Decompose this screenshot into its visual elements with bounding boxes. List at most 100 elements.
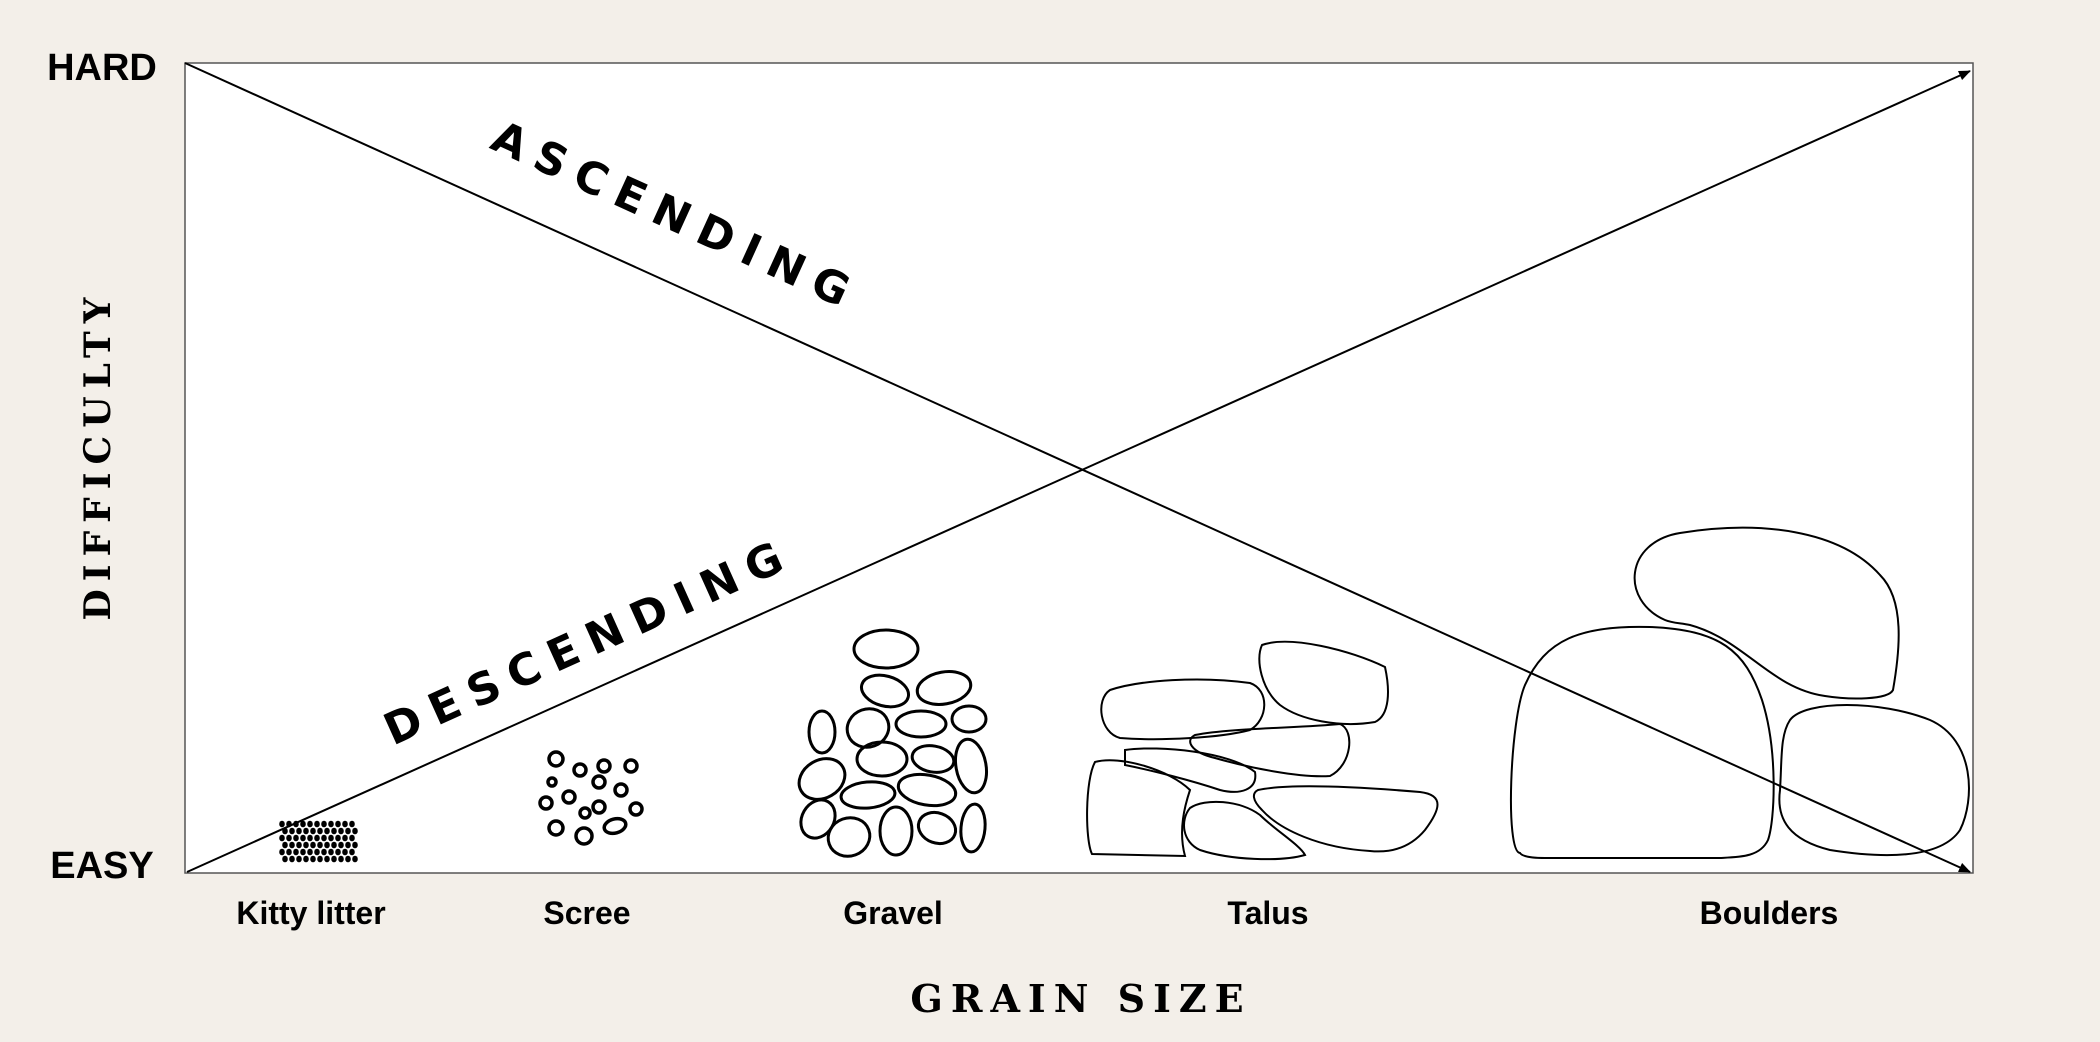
ascending-line	[184, 62, 1971, 873]
grain-dot	[328, 820, 334, 828]
grain-dot	[352, 841, 358, 849]
grain-dot	[324, 855, 330, 863]
scree-stone	[602, 816, 628, 836]
category-boulders: Boulders	[1700, 895, 1839, 931]
category-scree: Scree	[543, 895, 630, 931]
grain-dot	[286, 834, 292, 842]
grain-dot	[303, 855, 309, 863]
grain-dot	[335, 820, 341, 828]
grain-dot	[317, 827, 323, 835]
grain-dot	[328, 848, 334, 856]
grain-dot	[310, 841, 316, 849]
grain-dot	[279, 848, 285, 856]
grain-dot	[331, 827, 337, 835]
scree-stone	[546, 776, 558, 788]
gravel-stone	[878, 805, 914, 857]
grain-dot	[342, 820, 348, 828]
boulders-illustration	[1509, 526, 1970, 859]
x-axis-title: GRAIN SIZE	[910, 976, 1251, 1021]
grain-dot	[352, 827, 358, 835]
grain-dot	[314, 820, 320, 828]
grain-dot	[300, 834, 306, 842]
grain-dot	[317, 855, 323, 863]
grain-dot	[349, 834, 355, 842]
grain-dot	[342, 848, 348, 856]
grain-dot	[335, 848, 341, 856]
grain-dot	[282, 855, 288, 863]
gravel-stone	[896, 772, 958, 808]
grain-dot	[286, 820, 292, 828]
y-axis-title: DIFFICULTY	[77, 290, 119, 621]
grain-dot	[321, 848, 327, 856]
grain-dot	[352, 855, 358, 863]
grain-dot	[289, 855, 295, 863]
grain-dot	[286, 848, 292, 856]
grain-dot	[321, 834, 327, 842]
grain-dot	[293, 848, 299, 856]
grain-dot	[331, 855, 337, 863]
grain-dot	[303, 827, 309, 835]
grain-dot	[338, 841, 344, 849]
grain-dot	[279, 834, 285, 842]
scree-stone	[578, 806, 592, 820]
grain-dot	[293, 834, 299, 842]
gravel-stone	[916, 810, 958, 846]
grain-dot	[345, 827, 351, 835]
grain-dot	[345, 855, 351, 863]
grain-dot	[328, 834, 334, 842]
grain-dot	[338, 855, 344, 863]
gravel-stone	[959, 802, 987, 854]
grain-dot	[279, 820, 285, 828]
gravel-illustration	[797, 628, 988, 858]
gravel-stone	[845, 707, 891, 749]
grain-dot	[310, 855, 316, 863]
grain-dot	[289, 827, 295, 835]
scree-stone	[591, 799, 607, 815]
scree-stone	[628, 801, 644, 817]
grain-dot	[324, 827, 330, 835]
grain-dot	[314, 848, 320, 856]
grain-dot	[307, 820, 313, 828]
grain-dot	[289, 841, 295, 849]
gravel-stone	[797, 757, 847, 801]
grain-dot	[349, 848, 355, 856]
gravel-stone	[894, 709, 948, 739]
grain-dot	[338, 827, 344, 835]
grain-dot	[307, 834, 313, 842]
grain-dot	[282, 841, 288, 849]
grain-dot	[303, 841, 309, 849]
grain-dot	[317, 841, 323, 849]
scree-stone	[561, 789, 577, 805]
gravel-stone	[915, 670, 973, 706]
scree-stone	[547, 750, 565, 768]
gravel-stone	[910, 744, 956, 774]
grain-dot	[314, 834, 320, 842]
gravel-stone	[807, 709, 837, 755]
scree-stone	[538, 795, 554, 811]
scree-stone	[591, 774, 607, 790]
grain-dot	[345, 841, 351, 849]
grain-dot	[296, 827, 302, 835]
grain-dot	[331, 841, 337, 849]
grain-dot	[293, 820, 299, 828]
category-talus: Talus	[1227, 895, 1308, 931]
grain-dot	[321, 820, 327, 828]
gravel-stone	[855, 740, 909, 778]
scree-stone	[623, 758, 639, 774]
grain-dot	[335, 834, 341, 842]
scree-stone	[596, 758, 612, 774]
gravel-stone	[839, 780, 897, 810]
grain-dot	[324, 841, 330, 849]
category-kitty-litter: Kitty litter	[236, 895, 385, 931]
y-axis-bottom-label: EASY	[50, 845, 153, 887]
grain-dot	[307, 848, 313, 856]
grain-dot	[342, 834, 348, 842]
gravel-stone	[859, 673, 911, 709]
grain-dot	[296, 855, 302, 863]
grain-dot	[300, 848, 306, 856]
gravel-stone	[950, 704, 988, 734]
talus-illustration	[1086, 640, 1439, 861]
grain-dot	[282, 827, 288, 835]
scree-stone	[574, 826, 594, 846]
grain-dot	[349, 820, 355, 828]
